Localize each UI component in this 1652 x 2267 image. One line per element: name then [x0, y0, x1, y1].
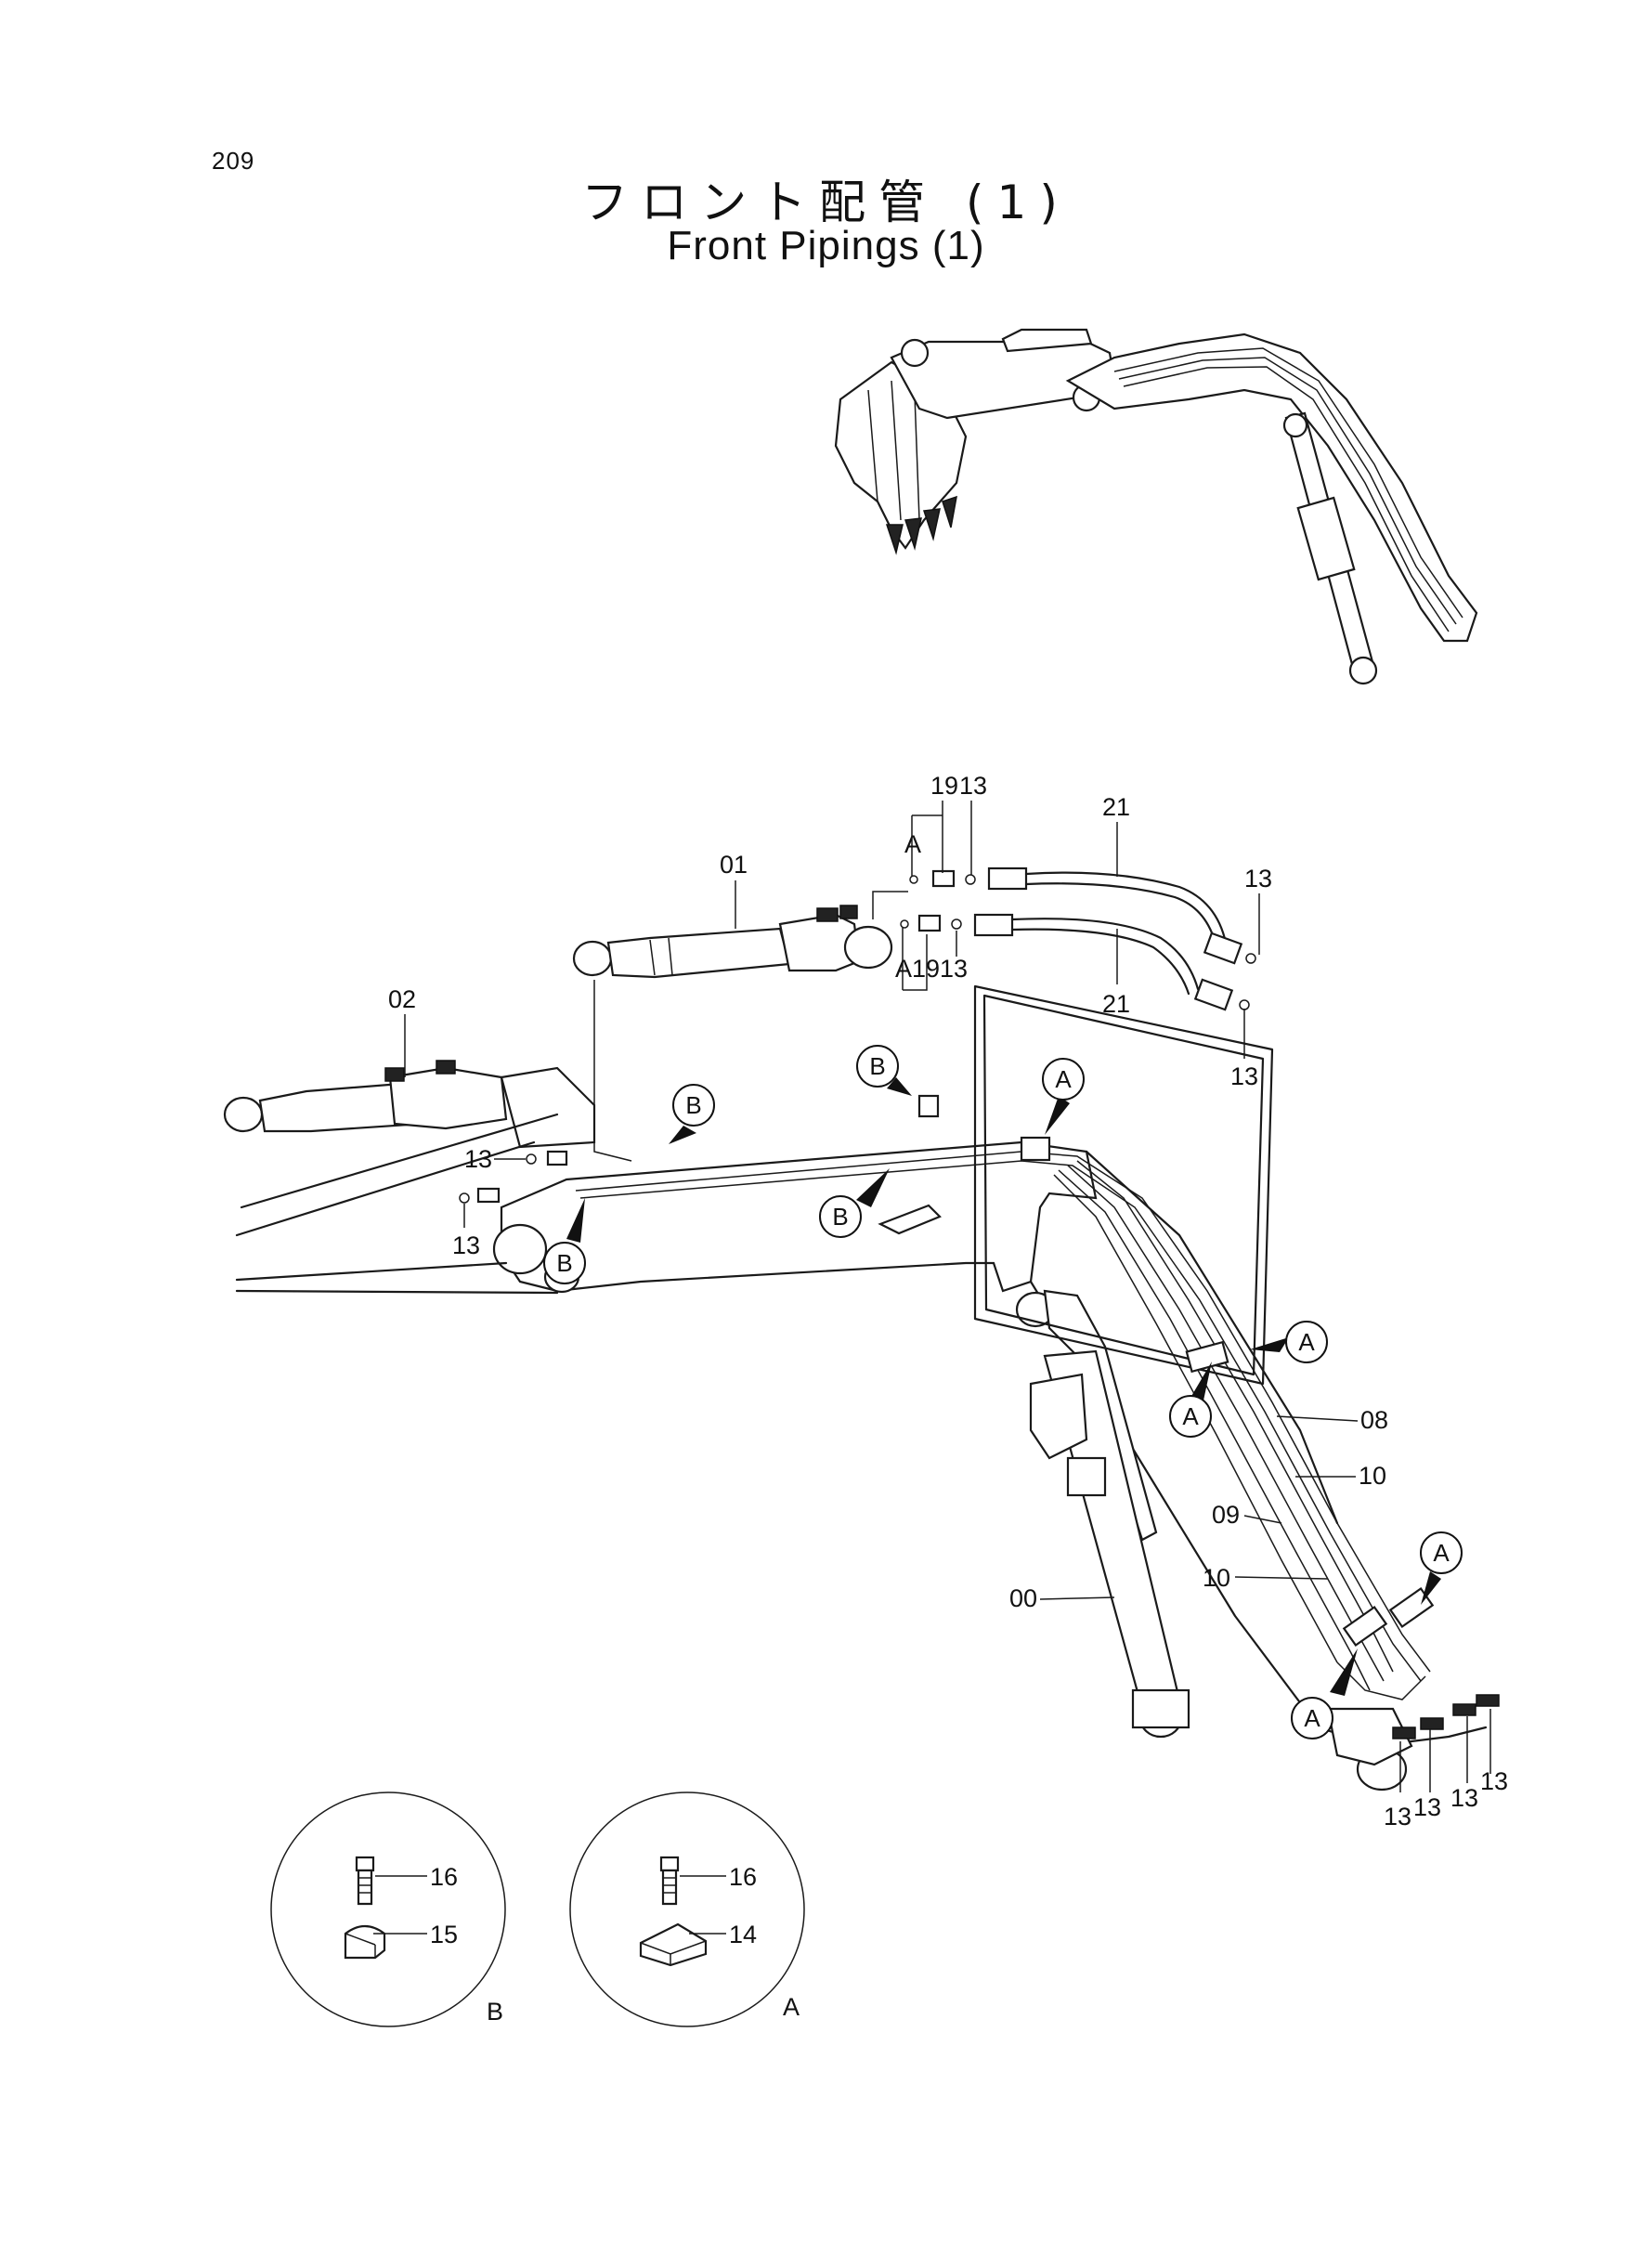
label-10-lower: 10 [1203, 1564, 1230, 1592]
label-08: 08 [1360, 1406, 1388, 1434]
arm-cylinder [572, 905, 893, 979]
label-09: 09 [1212, 1501, 1240, 1529]
overview-front-illustration [834, 328, 1478, 685]
detail-b-label: B [487, 1998, 503, 2026]
label-15: 15 [430, 1921, 458, 1948]
label-19-bottom: 19 [912, 955, 940, 983]
part-labels: 01 02 19 13 19 13 21 21 13 13 13 13 08 1… [388, 772, 1508, 1831]
label-21-lower: 21 [1102, 990, 1130, 1018]
title-japanese: フロント配管 (1) [581, 176, 1071, 229]
label-13-left-b: 13 [452, 1231, 480, 1259]
callout-b1: B [685, 1091, 701, 1119]
label-02: 02 [388, 985, 416, 1013]
callouts: A A B B B B A A A A A [543, 830, 1463, 1739]
callout-a-top-upper: A [904, 830, 921, 858]
label-10-upper: 10 [1359, 1462, 1386, 1490]
detail-view-a: 16 14 A [569, 1791, 805, 2027]
label-13-tip-a: 13 [1384, 1803, 1411, 1831]
callout-b3: B [832, 1203, 848, 1231]
callout-a1: A [1055, 1065, 1072, 1093]
label-00: 00 [1009, 1584, 1037, 1612]
label-01: 01 [720, 851, 748, 879]
label-13-top-b: 13 [940, 955, 968, 983]
callout-a3: A [1182, 1402, 1199, 1430]
label-19-top: 19 [930, 772, 958, 800]
callout-b2: B [869, 1052, 885, 1080]
callout-b4: B [556, 1249, 572, 1277]
callout-a2: A [1298, 1328, 1315, 1356]
bucket-cylinder [223, 1060, 596, 1149]
callout-a4: A [1433, 1539, 1450, 1567]
label-16-b: 16 [430, 1863, 458, 1891]
label-13-tip-d: 13 [1480, 1767, 1508, 1795]
label-13-right-top: 13 [1244, 865, 1272, 892]
label-13-tip-b: 13 [1413, 1793, 1441, 1821]
label-16-a: 16 [729, 1863, 757, 1891]
label-14: 14 [729, 1921, 757, 1948]
hose-parts-group [593, 866, 1274, 1386]
label-21-upper: 21 [1102, 793, 1130, 821]
detail-view-b: 16 15 B [270, 1791, 506, 2027]
label-13-left-a: 13 [464, 1145, 492, 1173]
page-number: 209 [212, 147, 255, 175]
callout-a-top-lower: A [895, 955, 912, 983]
detail-a-label: A [783, 1993, 800, 2021]
main-assembly-illustration [223, 866, 1500, 1792]
callout-a5: A [1304, 1704, 1320, 1732]
label-13-top-a: 13 [959, 772, 987, 800]
boom-cylinder [1015, 1289, 1190, 1739]
title-english: Front Pipings (1) [667, 223, 985, 268]
label-13-right-bottom: 13 [1230, 1062, 1258, 1090]
label-13-tip-c: 13 [1450, 1784, 1478, 1812]
